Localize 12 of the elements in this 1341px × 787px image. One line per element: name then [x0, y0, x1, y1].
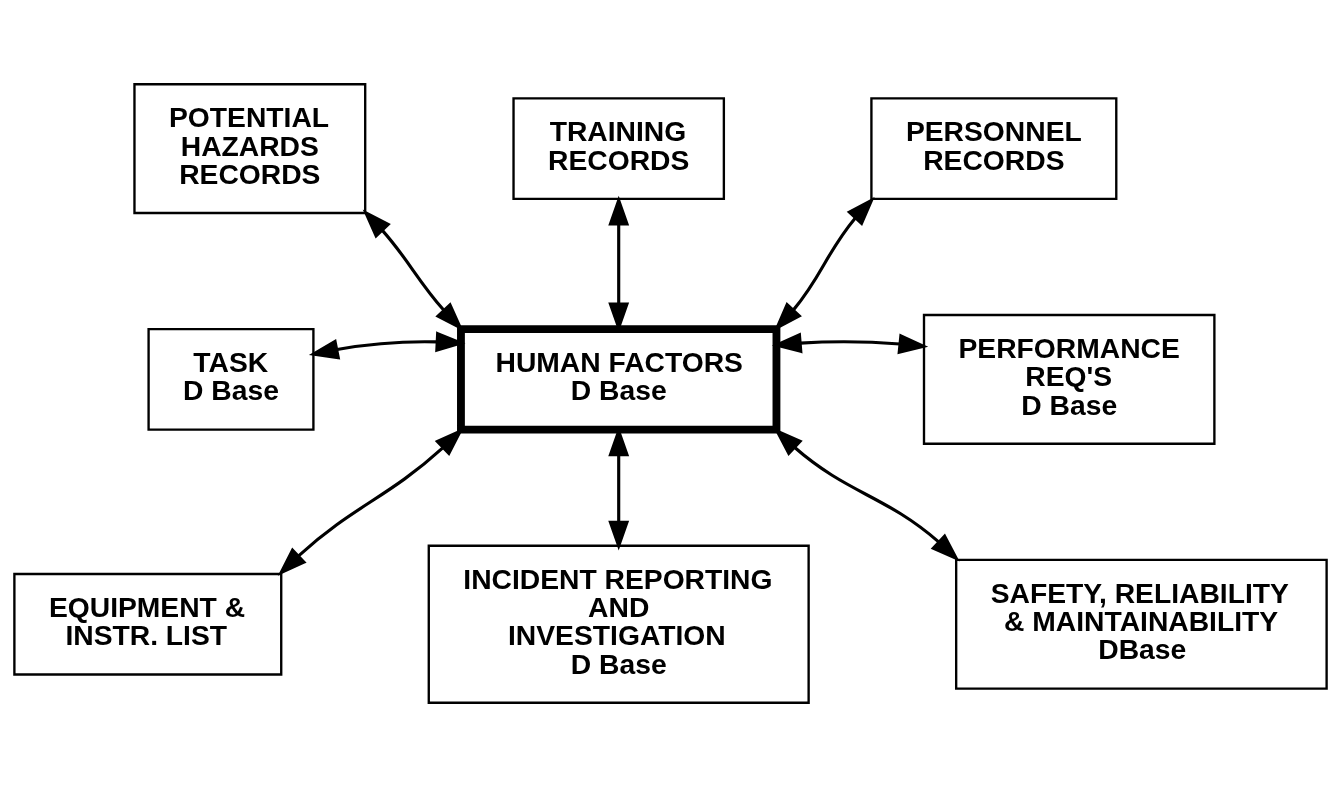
node-box: SAFETY, RELIABILITY & MAINTAINABILITY DBase	[955, 558, 1328, 690]
node-box: PERSONNEL RECORDS	[870, 97, 1118, 201]
node-box: EQUIPMENT & INSTR. LIST	[13, 572, 283, 676]
arrow	[773, 427, 960, 562]
node-box: TASK D Base	[147, 327, 315, 431]
arrow	[771, 332, 929, 355]
node-box: POTENTIAL HAZARDS RECORDS	[133, 83, 367, 215]
node-box: INCIDENT REPORTING AND INVESTIGATION D Base	[427, 544, 810, 704]
arrow	[308, 331, 466, 360]
node-box: PERFORMANCE REQ'S D Base	[922, 313, 1216, 445]
node-box: HUMAN FACTORS D Base	[457, 325, 781, 434]
node-box: TRAINING RECORDS	[512, 97, 726, 201]
